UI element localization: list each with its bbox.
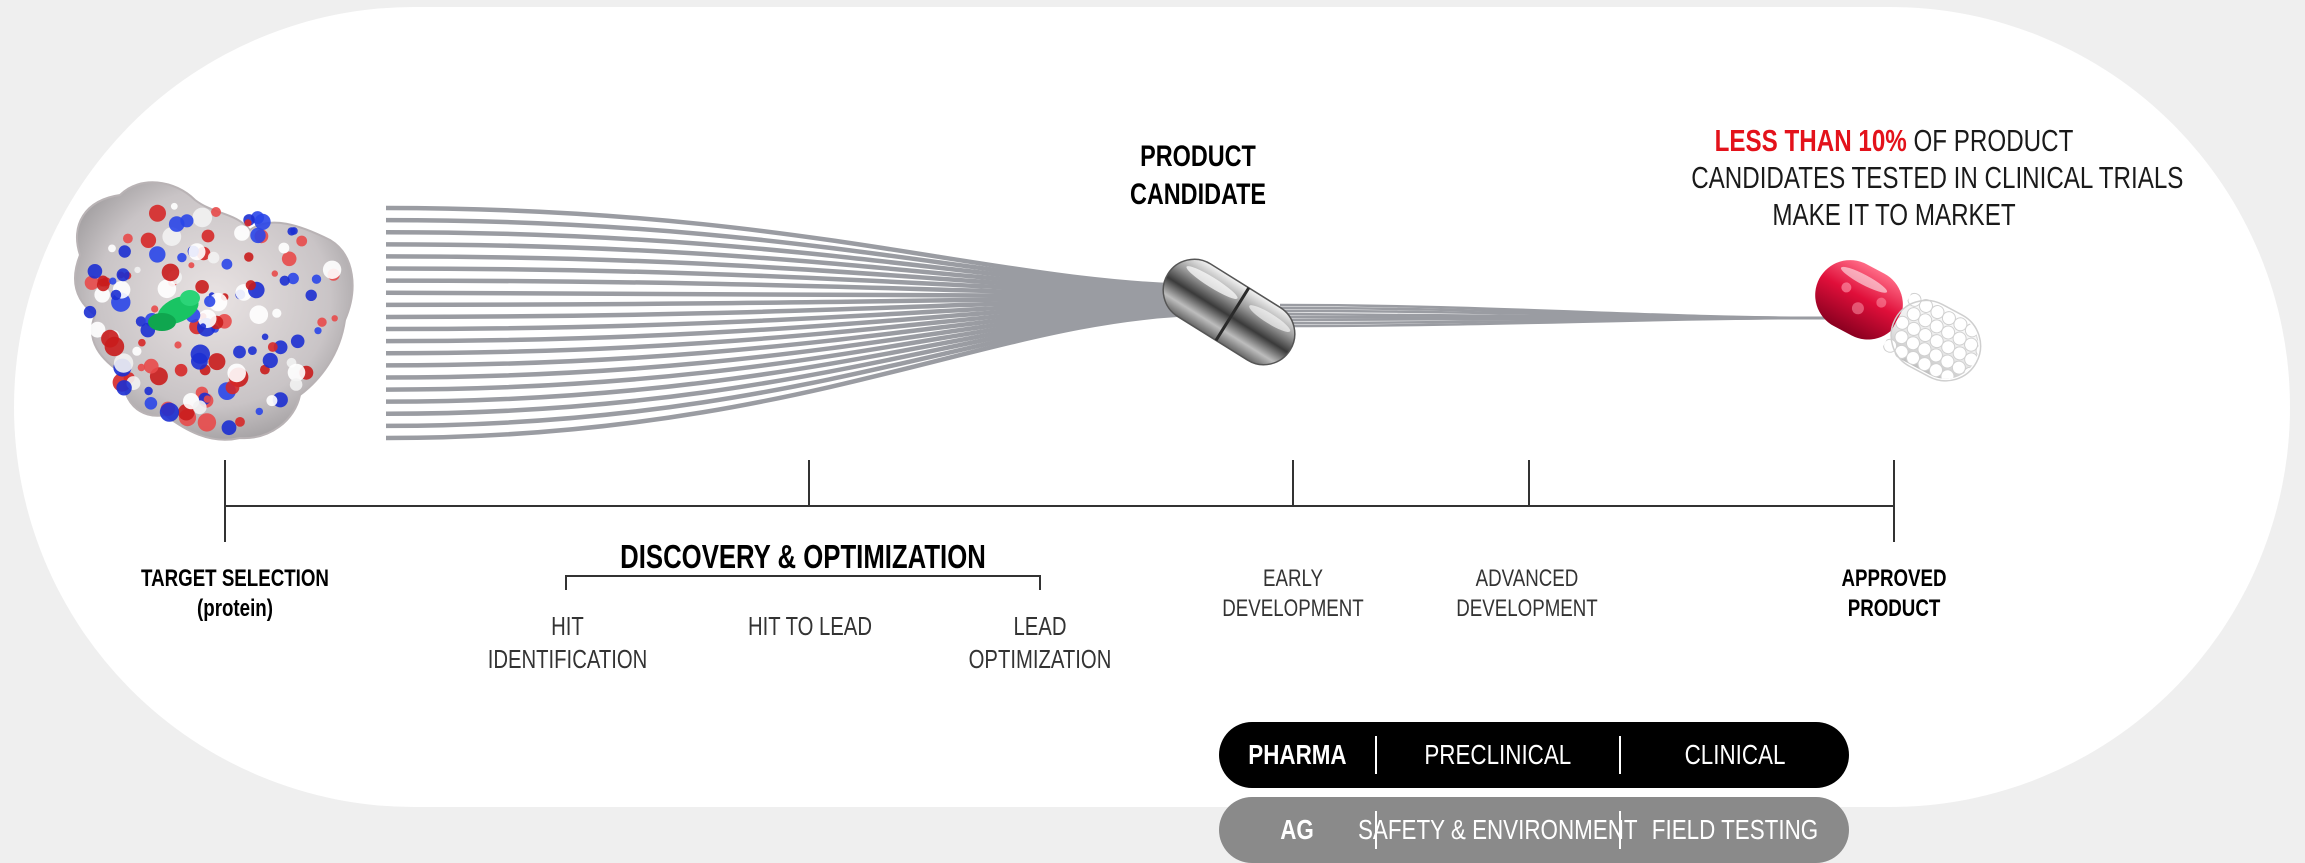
product-candidate-label: PRODUCT CANDIDATE — [1120, 138, 1276, 213]
red-capsule-icon — [1815, 260, 1991, 390]
silver-capsule-icon — [1162, 258, 1296, 366]
hit-identification-line1: HIT — [551, 611, 584, 641]
hit-to-lead-label: HIT TO LEAD — [748, 611, 872, 641]
ag-divider-2 — [1619, 811, 1621, 849]
lead-optimization-line2: OPTIMIZATION — [968, 643, 1112, 674]
headline-line3: MAKE IT TO MARKET — [1772, 197, 2016, 233]
market-headline: LESS THAN 10% OF PRODUCT CANDIDATES TEST… — [1691, 122, 2184, 234]
headline-line1: LESS THAN 10% OF PRODUCT — [1691, 122, 2097, 159]
background-panel — [14, 7, 2290, 807]
product-candidate-line1: PRODUCT — [1140, 140, 1256, 173]
headline-line2: CANDIDATES TESTED IN CLINICAL TRIALS — [1691, 160, 2184, 196]
target-selection-line2: (protein) — [197, 595, 273, 622]
pharma-divider-2 — [1619, 736, 1621, 774]
lead-optimization-line1: LEAD — [1013, 611, 1067, 641]
funnel-line — [1279, 316, 1831, 328]
early-development-line1: EARLY — [1262, 565, 1323, 592]
advanced-development-line1: ADVANCED — [1475, 565, 1579, 592]
lead-optimization-label: LEAD OPTIMIZATION — [946, 610, 1133, 675]
timeline-axis — [224, 460, 1895, 590]
advanced-development-label: ADVANCED DEVELOPMENT — [1441, 564, 1613, 624]
approved-product-line2: PRODUCT — [1847, 595, 1941, 622]
ag-label: AG — [1280, 814, 1314, 845]
pharma-divider-1 — [1375, 736, 1377, 774]
advanced-development-line2: DEVELOPMENT — [1456, 595, 1598, 622]
pharma-preclinical: PRECLINICAL — [1424, 739, 1572, 770]
ag-safety-environment: SAFETY & ENVIRONMENT — [1358, 814, 1638, 845]
discovery-optimization-label: DISCOVERY & OPTIMIZATION — [620, 538, 986, 575]
approved-product-line1: APPROVED — [1841, 565, 1947, 592]
target-selection-line1: TARGET SELECTION — [141, 565, 329, 592]
product-candidate-line2: CANDIDATE — [1129, 177, 1267, 211]
pharma-phase-bar: PHARMA PRECLINICAL CLINICAL — [1219, 722, 1849, 788]
pharma-clinical: CLINICAL — [1684, 739, 1786, 770]
approved-product-label: APPROVED PRODUCT — [1816, 564, 1972, 624]
ag-divider-1 — [1375, 811, 1377, 849]
headline-line1-rest: OF PRODUCT — [1906, 123, 2074, 158]
candidate-funnel — [385, 205, 1831, 441]
protein-structure-icon — [74, 181, 354, 441]
pharma-label: PHARMA — [1247, 739, 1347, 770]
hit-identification-line2: IDENTIFICATION — [487, 643, 648, 674]
ag-field-testing: FIELD TESTING — [1651, 814, 1819, 845]
headline-highlight: LESS THAN 10% — [1714, 123, 1907, 158]
target-selection-label: TARGET SELECTION (protein) — [134, 564, 337, 624]
funnel-line — [385, 311, 1211, 441]
early-development-line2: DEVELOPMENT — [1222, 595, 1364, 622]
early-development-label: EARLY DEVELOPMENT — [1207, 564, 1379, 624]
ag-phase-bar: AG SAFETY & ENVIRONMENT FIELD TESTING — [1219, 797, 1849, 863]
hit-identification-label: HIT IDENTIFICATION — [476, 610, 659, 675]
